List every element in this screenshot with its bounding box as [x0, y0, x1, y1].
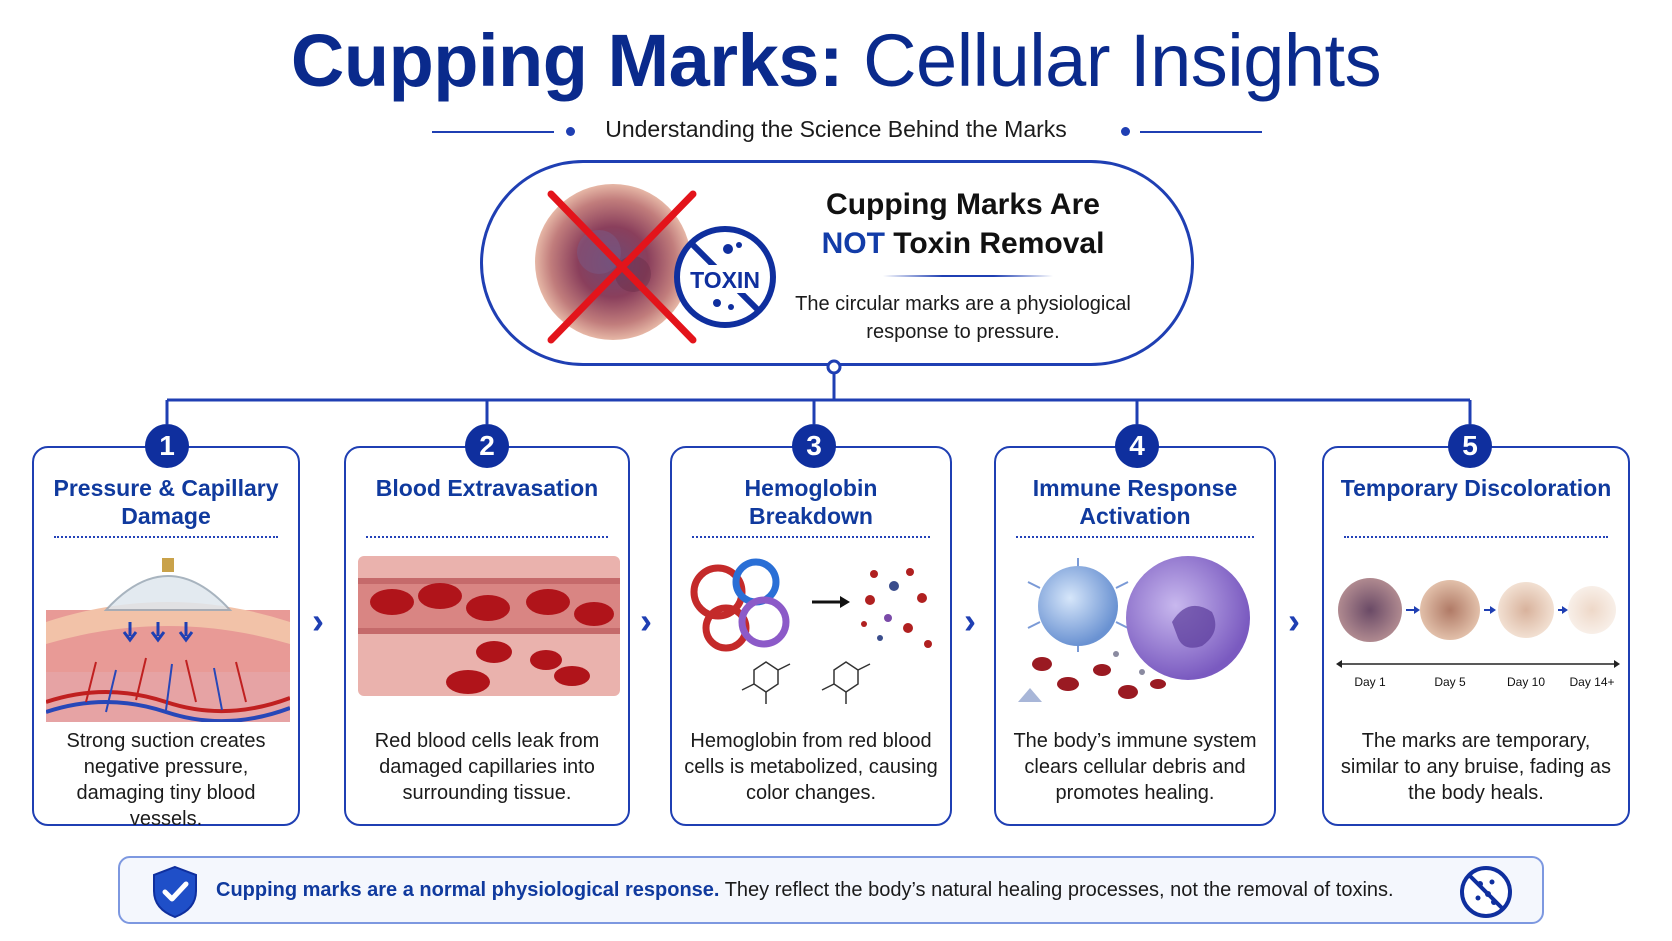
step-title: Blood Extravasation	[375, 475, 599, 501]
hero-heading-not: NOT	[821, 227, 885, 260]
subtitle-dot-right	[1121, 127, 1130, 136]
step-title: Immune Response Activation	[1032, 475, 1238, 529]
step-card-5: Temporary Discoloration Day 1 Day 5 Day …	[1322, 446, 1630, 826]
bruise-crossed-icon	[535, 184, 697, 344]
step-badge-2: 2	[465, 424, 509, 468]
subtitle-line-right	[1140, 131, 1262, 133]
step-title: Temporary Discoloration	[1340, 475, 1612, 501]
subtitle-row: Understanding the Science Behind the Mar…	[0, 116, 1672, 146]
title-light: Cellular Insights	[863, 19, 1382, 102]
subtitle-line-left	[432, 131, 554, 133]
chevron-right-icon: ›	[312, 600, 324, 641]
step-badge-3: 3	[792, 424, 836, 468]
step-card-1: Pressure & Capillary Damage Strong sucti…	[32, 446, 300, 830]
chevron-right-icon: ›	[1288, 600, 1300, 641]
step-description: Hemoglobin from red blood cells is metab…	[684, 730, 938, 804]
bruise-day10	[1498, 582, 1554, 638]
bruise-day14	[1568, 586, 1616, 634]
hero-body: The circular marks are a physiological r…	[795, 293, 1131, 343]
hemoglobin-illustration	[690, 558, 932, 704]
footer-text: Cupping marks are a normal physiological…	[216, 879, 1394, 902]
dotted-divider	[1344, 536, 1608, 538]
step-description: Strong suction creates negative pressure…	[66, 730, 266, 830]
skin-suction-illustration	[46, 558, 290, 722]
step-badge-1: 1	[145, 424, 189, 468]
fading-bruise-timeline: Day 1 Day 5 Day 10 Day 14+	[1336, 578, 1620, 689]
bruise-day5	[1420, 580, 1480, 640]
hero-heading-line1: Cupping Marks Are	[826, 188, 1100, 221]
day-label: Day 5	[1434, 675, 1466, 689]
immune-cell-illustration	[1018, 556, 1250, 702]
step-card-2: Blood Extravasation Red blood cells leak…	[344, 446, 630, 826]
chevron-right-icon: ›	[640, 600, 652, 641]
subtitle-dot-left	[566, 127, 575, 136]
hero-separator	[883, 275, 1053, 277]
step-card-3: Hemoglobin Breakdown Hemoglobin from red…	[670, 446, 952, 826]
toxin-prohibited-icon: TOXIN	[674, 226, 776, 328]
hero-callout: TOXIN Cupping Marks Are NOT Toxin Remova…	[480, 160, 1194, 366]
footer-rest: They reflect the body’s natural healing …	[724, 879, 1394, 901]
subtitle: Understanding the Science Behind the Mar…	[605, 116, 1067, 142]
step-badge-4: 4	[1115, 424, 1159, 468]
footer-bold: Cupping marks are a normal physiological…	[216, 879, 720, 901]
day-label: Day 1	[1354, 675, 1386, 689]
blood-vessel-illustration	[358, 556, 620, 696]
step-card-4: Immune Response Activation Th	[994, 446, 1276, 826]
bruise-day1	[1338, 578, 1402, 642]
toxin-label: TOXIN	[690, 267, 760, 293]
chevron-right-icon: ›	[964, 600, 976, 641]
dotted-divider	[366, 536, 608, 538]
title-bold: Cupping Marks:	[290, 19, 844, 102]
hero-heading: Cupping Marks Are NOT Toxin Removal	[793, 185, 1133, 263]
step-title: Pressure & Capillary Damage	[53, 475, 279, 529]
no-toxin-icon	[1460, 866, 1512, 918]
dotted-divider	[692, 536, 930, 538]
step-description: The body’s immune system clears cellular…	[1013, 730, 1257, 804]
shield-check-icon	[153, 865, 197, 919]
dotted-divider	[1016, 536, 1254, 538]
step-description: Red blood cells leak from damaged capill…	[374, 730, 600, 804]
step-description: The marks are temporary, similar to any …	[1340, 730, 1612, 804]
page-title: Cupping Marks: Cellular Insights	[0, 18, 1672, 103]
dotted-divider	[54, 536, 278, 538]
footer-banner: Cupping marks are a normal physiological…	[118, 856, 1544, 924]
step-title: Hemoglobin Breakdown	[744, 475, 878, 529]
hero-heading-rest: Toxin Removal	[893, 227, 1105, 260]
step-badge-5: 5	[1448, 424, 1492, 468]
day-label: Day 10	[1507, 675, 1545, 689]
day-label: Day 14+	[1569, 675, 1614, 689]
